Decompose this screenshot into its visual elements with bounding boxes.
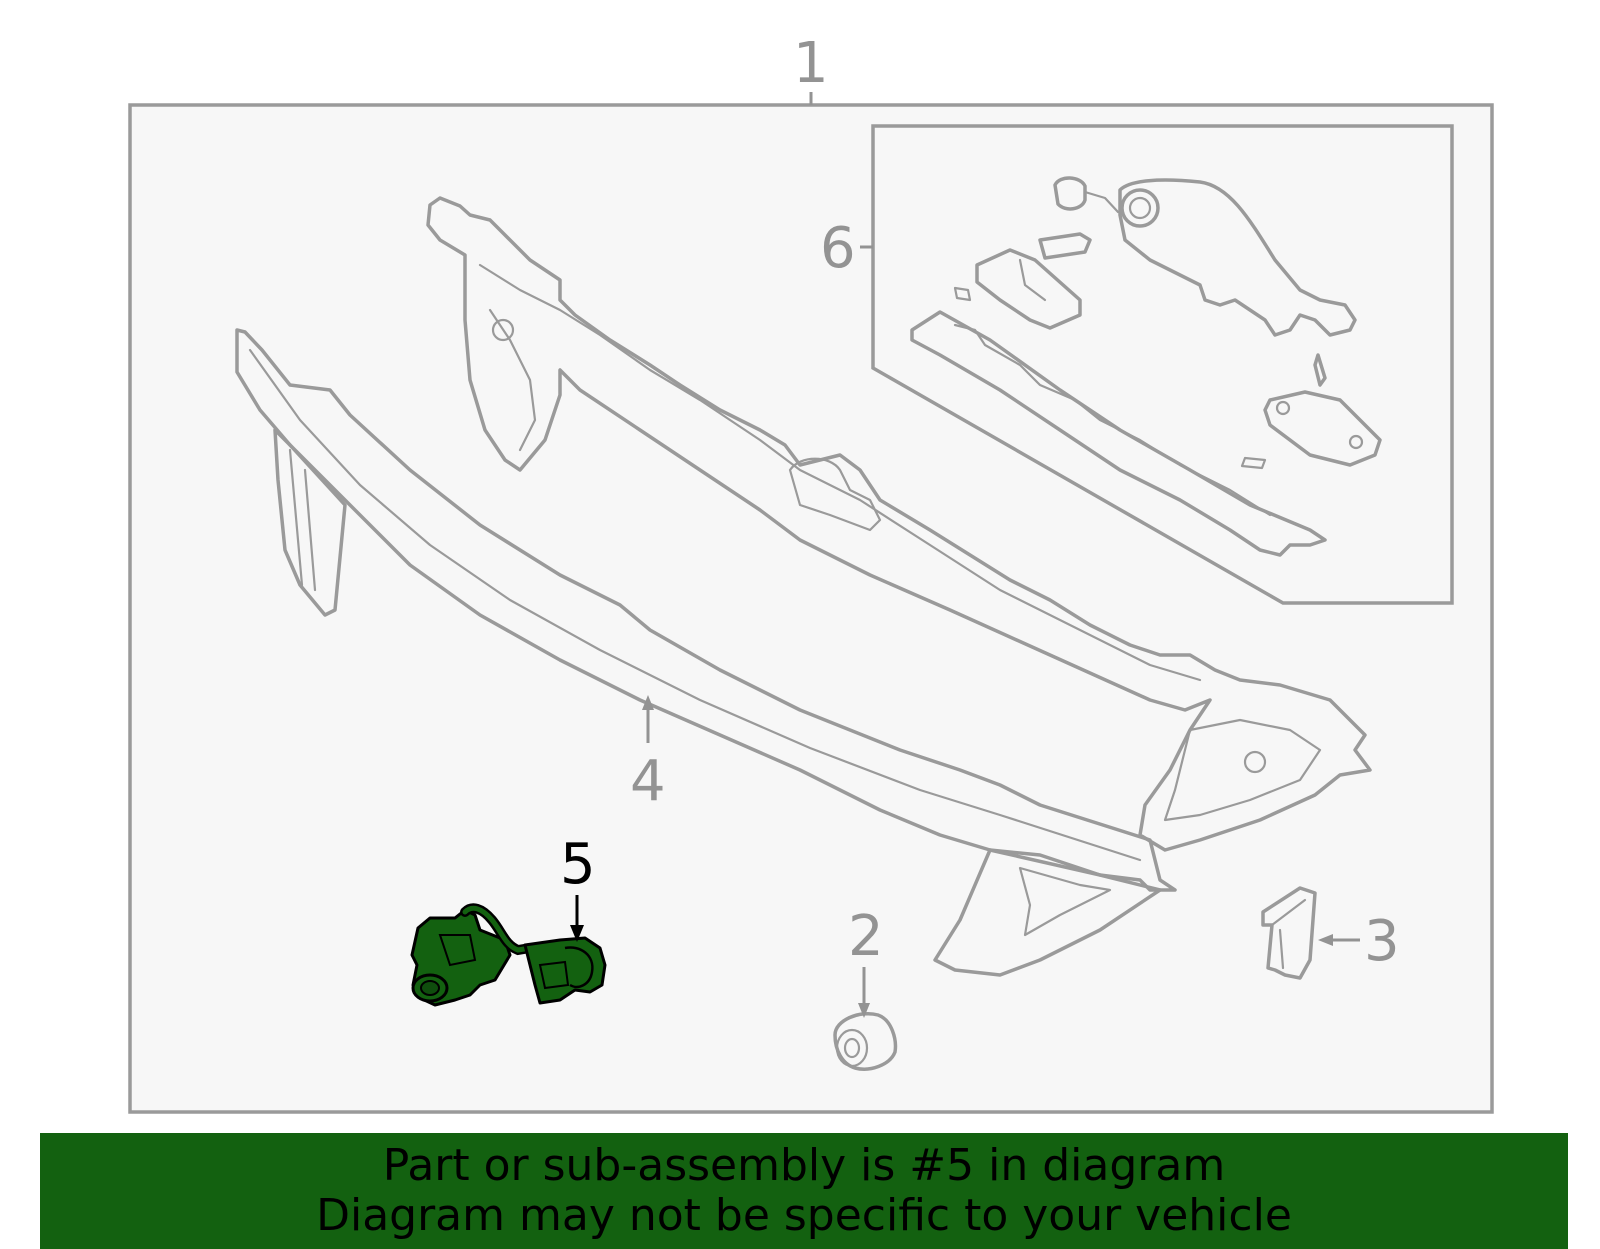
banner-disclaimer: Diagram may not be specific to your vehi…	[316, 1190, 1292, 1241]
banner-part-message: Part or sub-assembly is #5 in diagram	[382, 1140, 1226, 1191]
part-3-bracket[interactable]	[1261, 886, 1317, 980]
callout-2[interactable]: 2	[848, 904, 884, 969]
callout-3-arrowhead	[1318, 934, 1333, 946]
callout-1[interactable]: 1	[793, 31, 829, 96]
subassembly-6-frame	[871, 124, 1454, 605]
callout-4[interactable]: 4	[630, 749, 666, 814]
part-5-camera-harness[interactable]	[410, 903, 607, 1007]
callout-3[interactable]: 3	[1364, 909, 1400, 974]
callout-6[interactable]: 6	[820, 216, 856, 281]
callout-5[interactable]: 5	[560, 832, 596, 897]
part-6-lamp-assembly[interactable]	[910, 176, 1382, 557]
part-4-bumper-cover[interactable]	[235, 328, 1177, 977]
part-2-grommet[interactable]	[833, 1012, 898, 1071]
info-banner: Part or sub-assembly is #5 in diagram Di…	[40, 1133, 1568, 1249]
callout-4-arrowhead	[642, 695, 654, 710]
part-1-absorber-bracket[interactable]	[426, 196, 1372, 852]
callout-5-arrowhead	[570, 925, 584, 942]
callout-2-arrowhead	[858, 1003, 870, 1018]
